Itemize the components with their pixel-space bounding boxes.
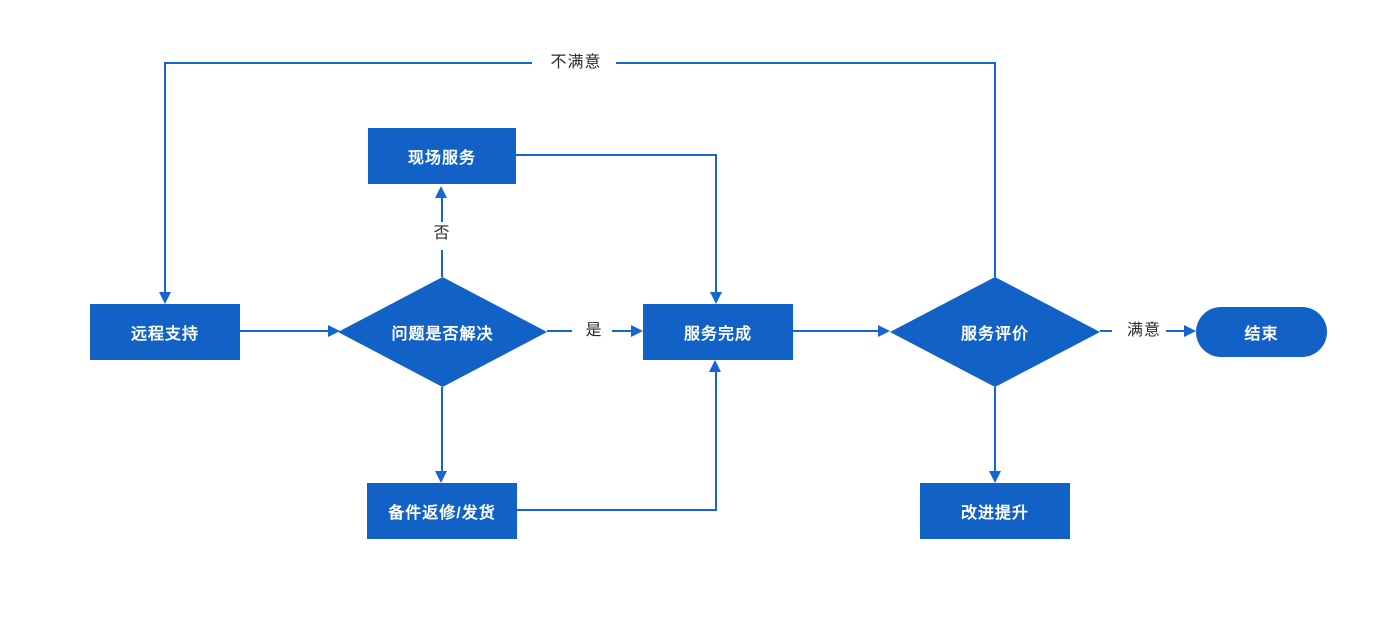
arrowhead-into-improvement — [989, 471, 1001, 483]
arrowhead-into-service-complete-top — [710, 292, 722, 304]
arrowhead-into-end — [1184, 325, 1196, 337]
connector-satisfied-right — [1166, 330, 1184, 332]
arrowhead-into-service-complete-left — [631, 325, 643, 337]
connector-remote-to-decision — [240, 330, 328, 332]
connector-no-lower — [441, 250, 443, 277]
arrowhead-into-service-complete-bottom — [709, 360, 721, 372]
connector-parts-horizontal — [517, 509, 717, 511]
arrowhead-into-onsite-service — [435, 186, 447, 198]
connector-complete-to-evaluation — [793, 330, 878, 332]
node-service-evaluation-label: 服务评价 — [960, 326, 1029, 343]
connector-dissatisfied-top-right — [616, 62, 996, 64]
node-problem-solved-label: 问题是否解决 — [391, 326, 494, 343]
node-parts-repair: 备件返修/发货 — [367, 483, 517, 539]
arrowhead-into-remote-support — [159, 292, 171, 304]
connector-dissatisfied-up-right — [994, 62, 996, 277]
connector-dissatisfied-top-left — [164, 62, 536, 64]
connector-onsite-horizontal — [516, 154, 717, 156]
node-remote-support: 远程支持 — [90, 304, 240, 360]
connector-onsite-vertical — [715, 154, 717, 292]
node-onsite-service: 现场服务 — [368, 128, 516, 184]
connector-evaluation-to-improvement — [994, 387, 996, 471]
connector-parts-vertical — [715, 372, 717, 511]
connector-no-upper — [441, 198, 443, 222]
edge-label-yes: 是 — [572, 322, 616, 340]
arrowhead-into-problem-solved — [328, 325, 340, 337]
node-improvement: 改进提升 — [920, 483, 1070, 539]
node-service-complete: 服务完成 — [643, 304, 793, 360]
connector-dissatisfied-down-left — [164, 62, 166, 292]
connector-satisfied-left — [1100, 330, 1122, 332]
node-end: 结束 — [1196, 307, 1327, 357]
edge-label-dissatisfied: 不满意 — [532, 54, 620, 72]
node-problem-solved: 问题是否解决 — [338, 277, 547, 387]
connector-decision-to-parts — [441, 387, 443, 471]
arrowhead-into-parts-repair — [435, 471, 447, 483]
node-service-evaluation: 服务评价 — [890, 277, 1100, 387]
edge-label-no: 否 — [420, 225, 464, 243]
connector-yes-right — [612, 330, 631, 332]
connector-yes-left — [547, 330, 578, 332]
edge-label-satisfied: 满意 — [1112, 322, 1176, 340]
arrowhead-into-service-evaluation — [878, 325, 890, 337]
